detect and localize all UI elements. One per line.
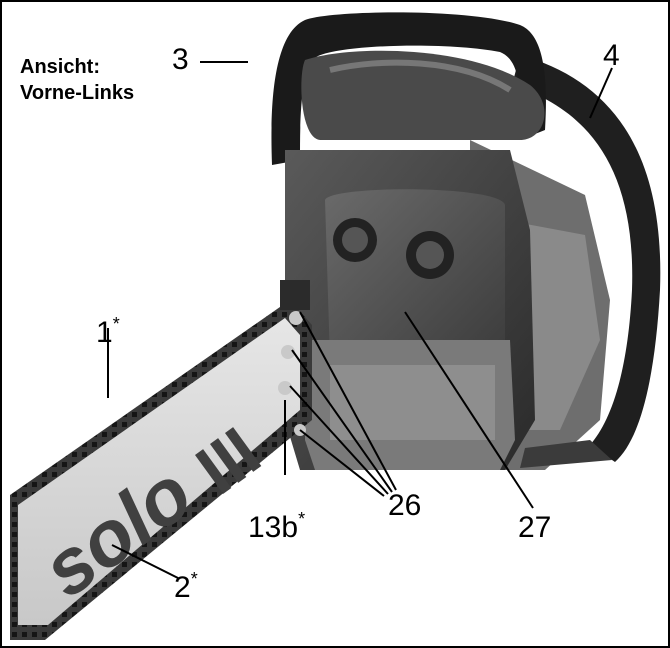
hand-guard <box>512 55 661 462</box>
view-title-line2: Vorne-Links <box>20 82 135 104</box>
callout-13b-number: 13b <box>248 511 299 544</box>
hand-guard-base <box>520 440 612 468</box>
callout-26-number: 26 <box>388 489 422 522</box>
callout-1: 1* <box>96 308 120 349</box>
callout-26: 26 <box>388 490 421 522</box>
callout-4: 4 <box>603 40 620 72</box>
mounting-stud <box>289 311 303 325</box>
leader-lines <box>107 61 613 579</box>
callout-1-asterisk: * <box>112 314 120 334</box>
callout-13b-asterisk: * <box>298 509 306 529</box>
callout-2-asterisk: * <box>190 569 198 589</box>
guide-bar <box>18 318 300 625</box>
stud-block <box>280 280 310 310</box>
callout-2-number: 2 <box>174 571 191 604</box>
callout-27-number: 27 <box>518 511 552 544</box>
top-handle <box>271 12 546 166</box>
callout-27: 27 <box>518 512 551 544</box>
callout-1-number: 1 <box>96 316 113 349</box>
callout-4-number: 4 <box>603 39 620 72</box>
callout-3: 3 <box>172 44 189 76</box>
callout-13b: 13b* <box>248 503 305 544</box>
view-title: Ansicht: Vorne-Links <box>20 54 134 106</box>
handle-grip <box>301 50 545 140</box>
view-title-line1: Ansicht: <box>20 56 100 78</box>
callout-2: 2* <box>174 563 198 604</box>
callout-3-number: 3 <box>172 43 189 76</box>
